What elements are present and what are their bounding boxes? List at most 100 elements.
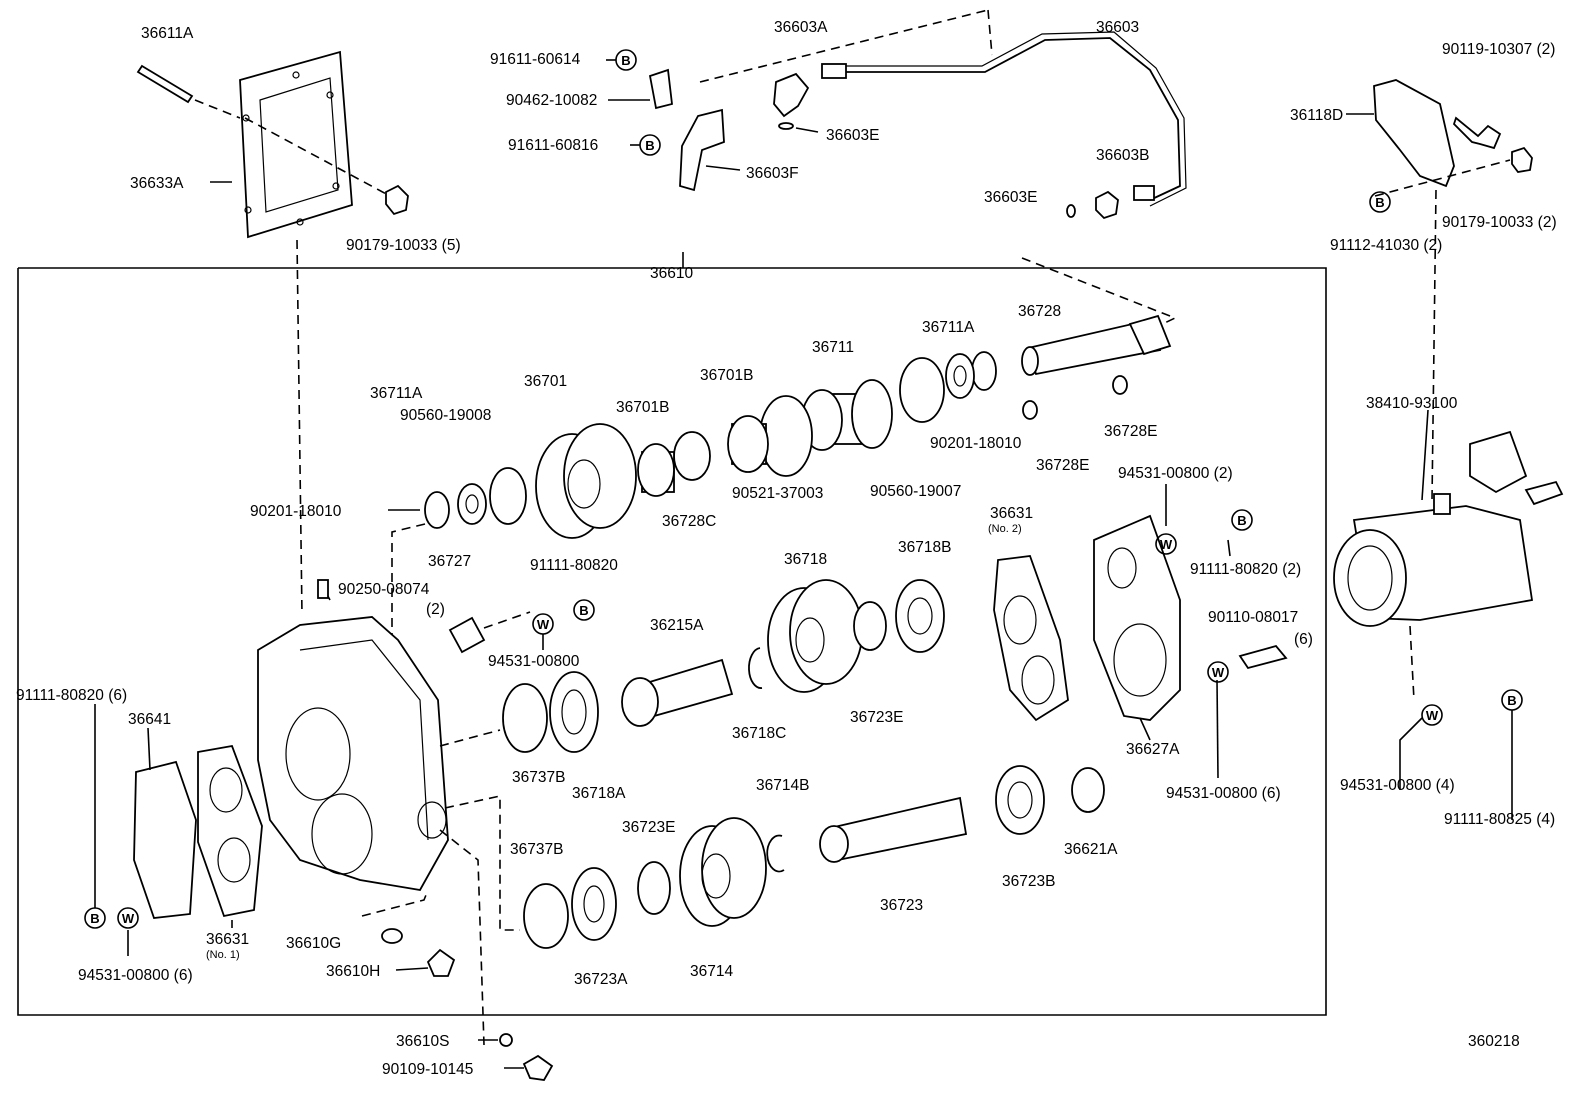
label-36701b-left: 36701B xyxy=(616,399,669,416)
stud-dash xyxy=(194,99,241,119)
label-36610: 36610 xyxy=(650,265,693,282)
label-91611-60614: 91611-60614 xyxy=(490,51,581,68)
svg-text:B: B xyxy=(645,138,654,153)
bearing-36711a-left xyxy=(457,483,487,525)
badge-b-91111-80820: B xyxy=(573,599,595,621)
label-90560-19007: 90560-19007 xyxy=(870,483,961,500)
label-36723b: 36723B xyxy=(1002,873,1055,890)
bearing-36718b xyxy=(895,579,945,653)
label-36728e-right: 36728E xyxy=(1104,423,1157,440)
label-36603f: 36603F xyxy=(746,165,799,182)
bracket-dash xyxy=(1374,159,1511,197)
bolt-90110 xyxy=(1238,644,1288,670)
gear-36711 xyxy=(801,379,893,451)
label-36723e-mid: 36723E xyxy=(850,709,903,726)
label-91611-60816: 91611-60816 xyxy=(508,137,598,154)
cover-36641 xyxy=(133,760,197,919)
label-36603e-right: 36603E xyxy=(984,189,1037,206)
gasket-36610s xyxy=(499,1033,513,1047)
label-36621a: 36621A xyxy=(1064,841,1118,858)
label-90110-08017: 90110-08017 xyxy=(1208,609,1298,626)
badge-b-91111-80825: B xyxy=(1501,689,1523,711)
bearing-36718a xyxy=(549,671,599,753)
label-36118d: 36118D xyxy=(1290,107,1343,124)
label-36627a: 36627A xyxy=(1126,741,1180,758)
bracket-vertical-dash xyxy=(1431,189,1437,501)
union-part xyxy=(773,72,810,118)
label-36215a: 36215A xyxy=(650,617,704,634)
nut-part-5 xyxy=(385,184,409,216)
thrust-90560-19007 xyxy=(899,357,945,423)
svg-text:W: W xyxy=(1160,537,1173,552)
badge-b-91611-60614: B xyxy=(615,49,637,71)
label-36711: 36711 xyxy=(812,339,854,356)
nut-dash xyxy=(244,117,391,197)
label-36718a: 36718A xyxy=(572,785,626,802)
label-36603a: 36603A xyxy=(774,19,828,36)
badge-w-94531-6-right: W xyxy=(1207,661,1229,683)
oring-36603e-b xyxy=(1066,204,1076,218)
label-36610h: 36610H xyxy=(326,963,380,980)
label-36610s: 36610S xyxy=(396,1033,449,1050)
label-36603e-top: 36603E xyxy=(826,127,879,144)
cover-dash xyxy=(296,239,303,616)
housing-dash-bottom xyxy=(444,795,520,931)
spacer-36728c xyxy=(673,431,711,481)
bearing-36701b-right xyxy=(727,415,769,473)
svg-text:W: W xyxy=(1426,708,1439,723)
nut-36603b xyxy=(1095,190,1119,220)
part-36727 xyxy=(448,616,486,654)
gear-36701 xyxy=(535,423,637,539)
assembly-frame xyxy=(17,267,1327,1016)
washer-90201-right xyxy=(971,351,997,391)
badge-b-left: B xyxy=(84,907,106,929)
label-36718b: 36718B xyxy=(898,539,951,556)
bearing-36723b xyxy=(995,765,1045,835)
label-90560-19008: 90560-19008 xyxy=(400,407,491,424)
pipe-dash-2 xyxy=(987,9,993,56)
svg-text:B: B xyxy=(1237,513,1246,528)
leader-94531-6-right xyxy=(1216,679,1219,779)
svg-text:B: B xyxy=(579,603,588,618)
badge-w-94531: W xyxy=(532,613,554,635)
svg-text:W: W xyxy=(1212,665,1225,680)
label-94531-00800-6-left: 94531-00800 (6) xyxy=(78,967,193,984)
gear-36714 xyxy=(679,817,767,927)
label-90109-10145: 90109-10145 xyxy=(382,1061,473,1078)
leader-38410 xyxy=(1421,409,1429,501)
housing-dash-plug xyxy=(361,889,429,917)
label-36718: 36718 xyxy=(784,551,827,568)
seal-36621a xyxy=(1071,767,1105,813)
label-36611a: 36611A xyxy=(141,25,194,42)
label-36723: 36723 xyxy=(880,897,923,914)
leader-91111-2 xyxy=(1227,539,1231,557)
label-91112-41030-2: 91112-41030 (2) xyxy=(1330,237,1442,254)
bearing-36711a-right xyxy=(945,353,975,399)
label-38410-93100: 38410-93100 xyxy=(1366,395,1458,412)
reference-code: 360218 xyxy=(1468,1033,1520,1050)
svg-text:B: B xyxy=(90,911,99,926)
gear-36718 xyxy=(767,579,863,693)
label-36728e-left: 36728E xyxy=(1036,457,1089,474)
stud-part xyxy=(136,64,194,104)
label-36714: 36714 xyxy=(690,963,733,980)
housing-dash-top xyxy=(439,729,501,747)
bearing-36701b-left xyxy=(637,443,675,497)
sublabel-no1: (No. 1) xyxy=(206,949,240,961)
svg-text:W: W xyxy=(537,617,550,632)
badge-w-left: W xyxy=(117,907,139,929)
ring-36728e-a xyxy=(1112,375,1128,395)
label-91111-80820-2: 91111-80820 (2) xyxy=(1190,561,1301,578)
pipe-fitting-bottom xyxy=(1133,185,1155,201)
washer-36610g xyxy=(381,928,403,944)
label-90110-qty: (6) xyxy=(1294,631,1313,648)
nut-90179 xyxy=(1511,146,1533,173)
part-36727-dash xyxy=(483,611,531,629)
label-90462-10082: 90462-10082 xyxy=(506,92,597,109)
svg-text:B: B xyxy=(1507,693,1516,708)
clip-part xyxy=(648,68,673,110)
pipe-part xyxy=(846,31,1187,207)
label-94531-00800-6-right: 94531-00800 (6) xyxy=(1166,785,1281,802)
bracket-part xyxy=(679,108,725,192)
